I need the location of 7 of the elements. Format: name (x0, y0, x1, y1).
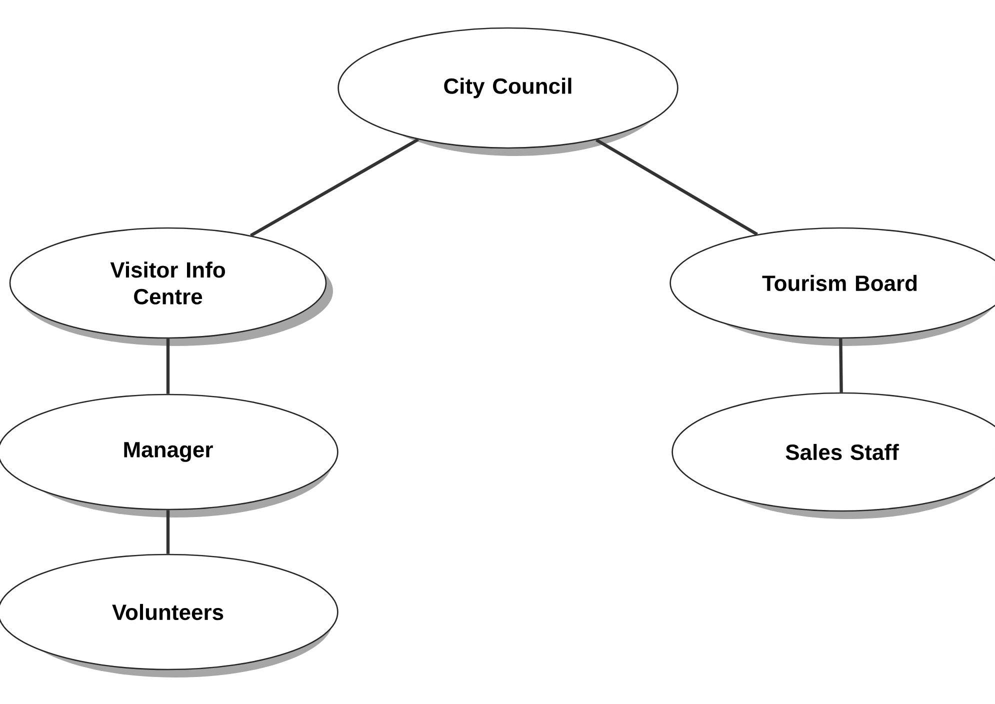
connector-line (250, 138, 419, 237)
connector-line (166, 510, 170, 554)
connector-line (839, 338, 843, 392)
connector-line (166, 338, 170, 394)
node-label: Tourism Board (762, 274, 917, 292)
connector-line (596, 138, 758, 236)
node-label: Sales Staff (786, 444, 899, 460)
